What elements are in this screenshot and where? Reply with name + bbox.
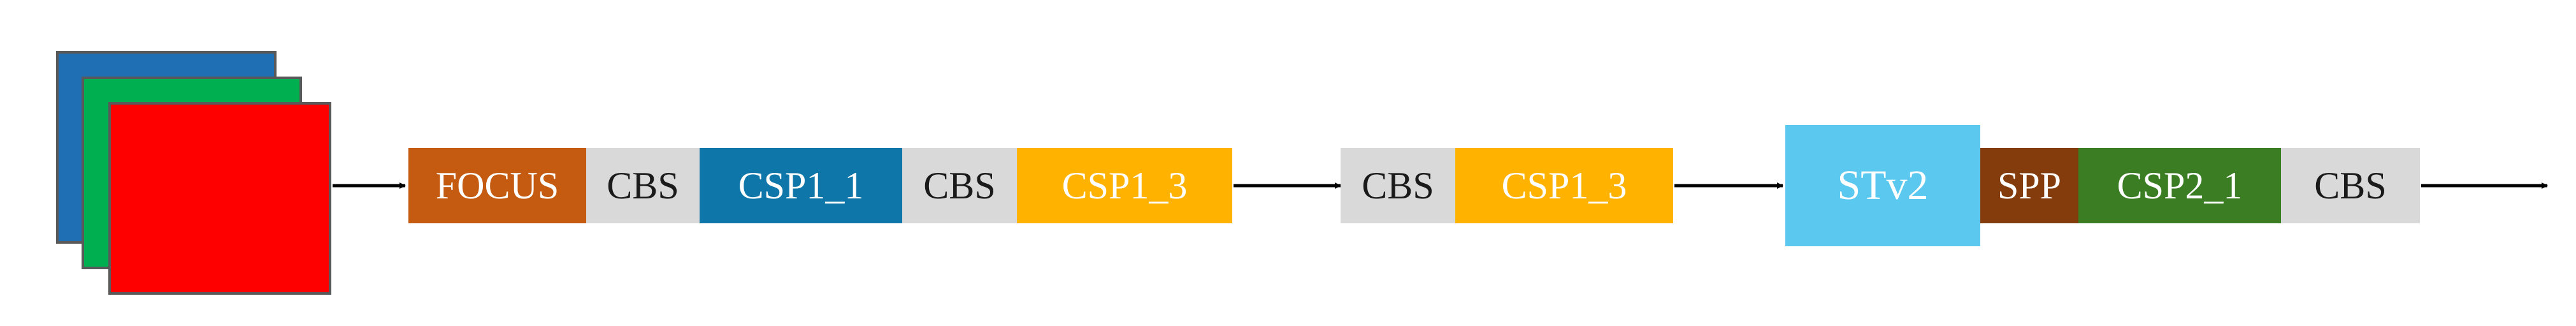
block-csp1-3-b: CSP1_3 [1455, 148, 1673, 223]
block-csp2-1: CSP2_1 [2078, 148, 2281, 223]
block-cbs-2: CBS [902, 148, 1017, 223]
block-focus: FOCUS [408, 148, 586, 223]
block-stv2: STv2 [1785, 125, 1980, 246]
block-cbs-4: CBS [2281, 148, 2420, 223]
block-cbs-1: CBS [586, 148, 700, 223]
block-csp1-1: CSP1_1 [700, 148, 902, 223]
input-layer-red [108, 102, 331, 295]
block-spp: SPP [1980, 148, 2078, 223]
block-csp1-3-a: CSP1_3 [1017, 148, 1232, 223]
block-cbs-3: CBS [1341, 148, 1455, 223]
